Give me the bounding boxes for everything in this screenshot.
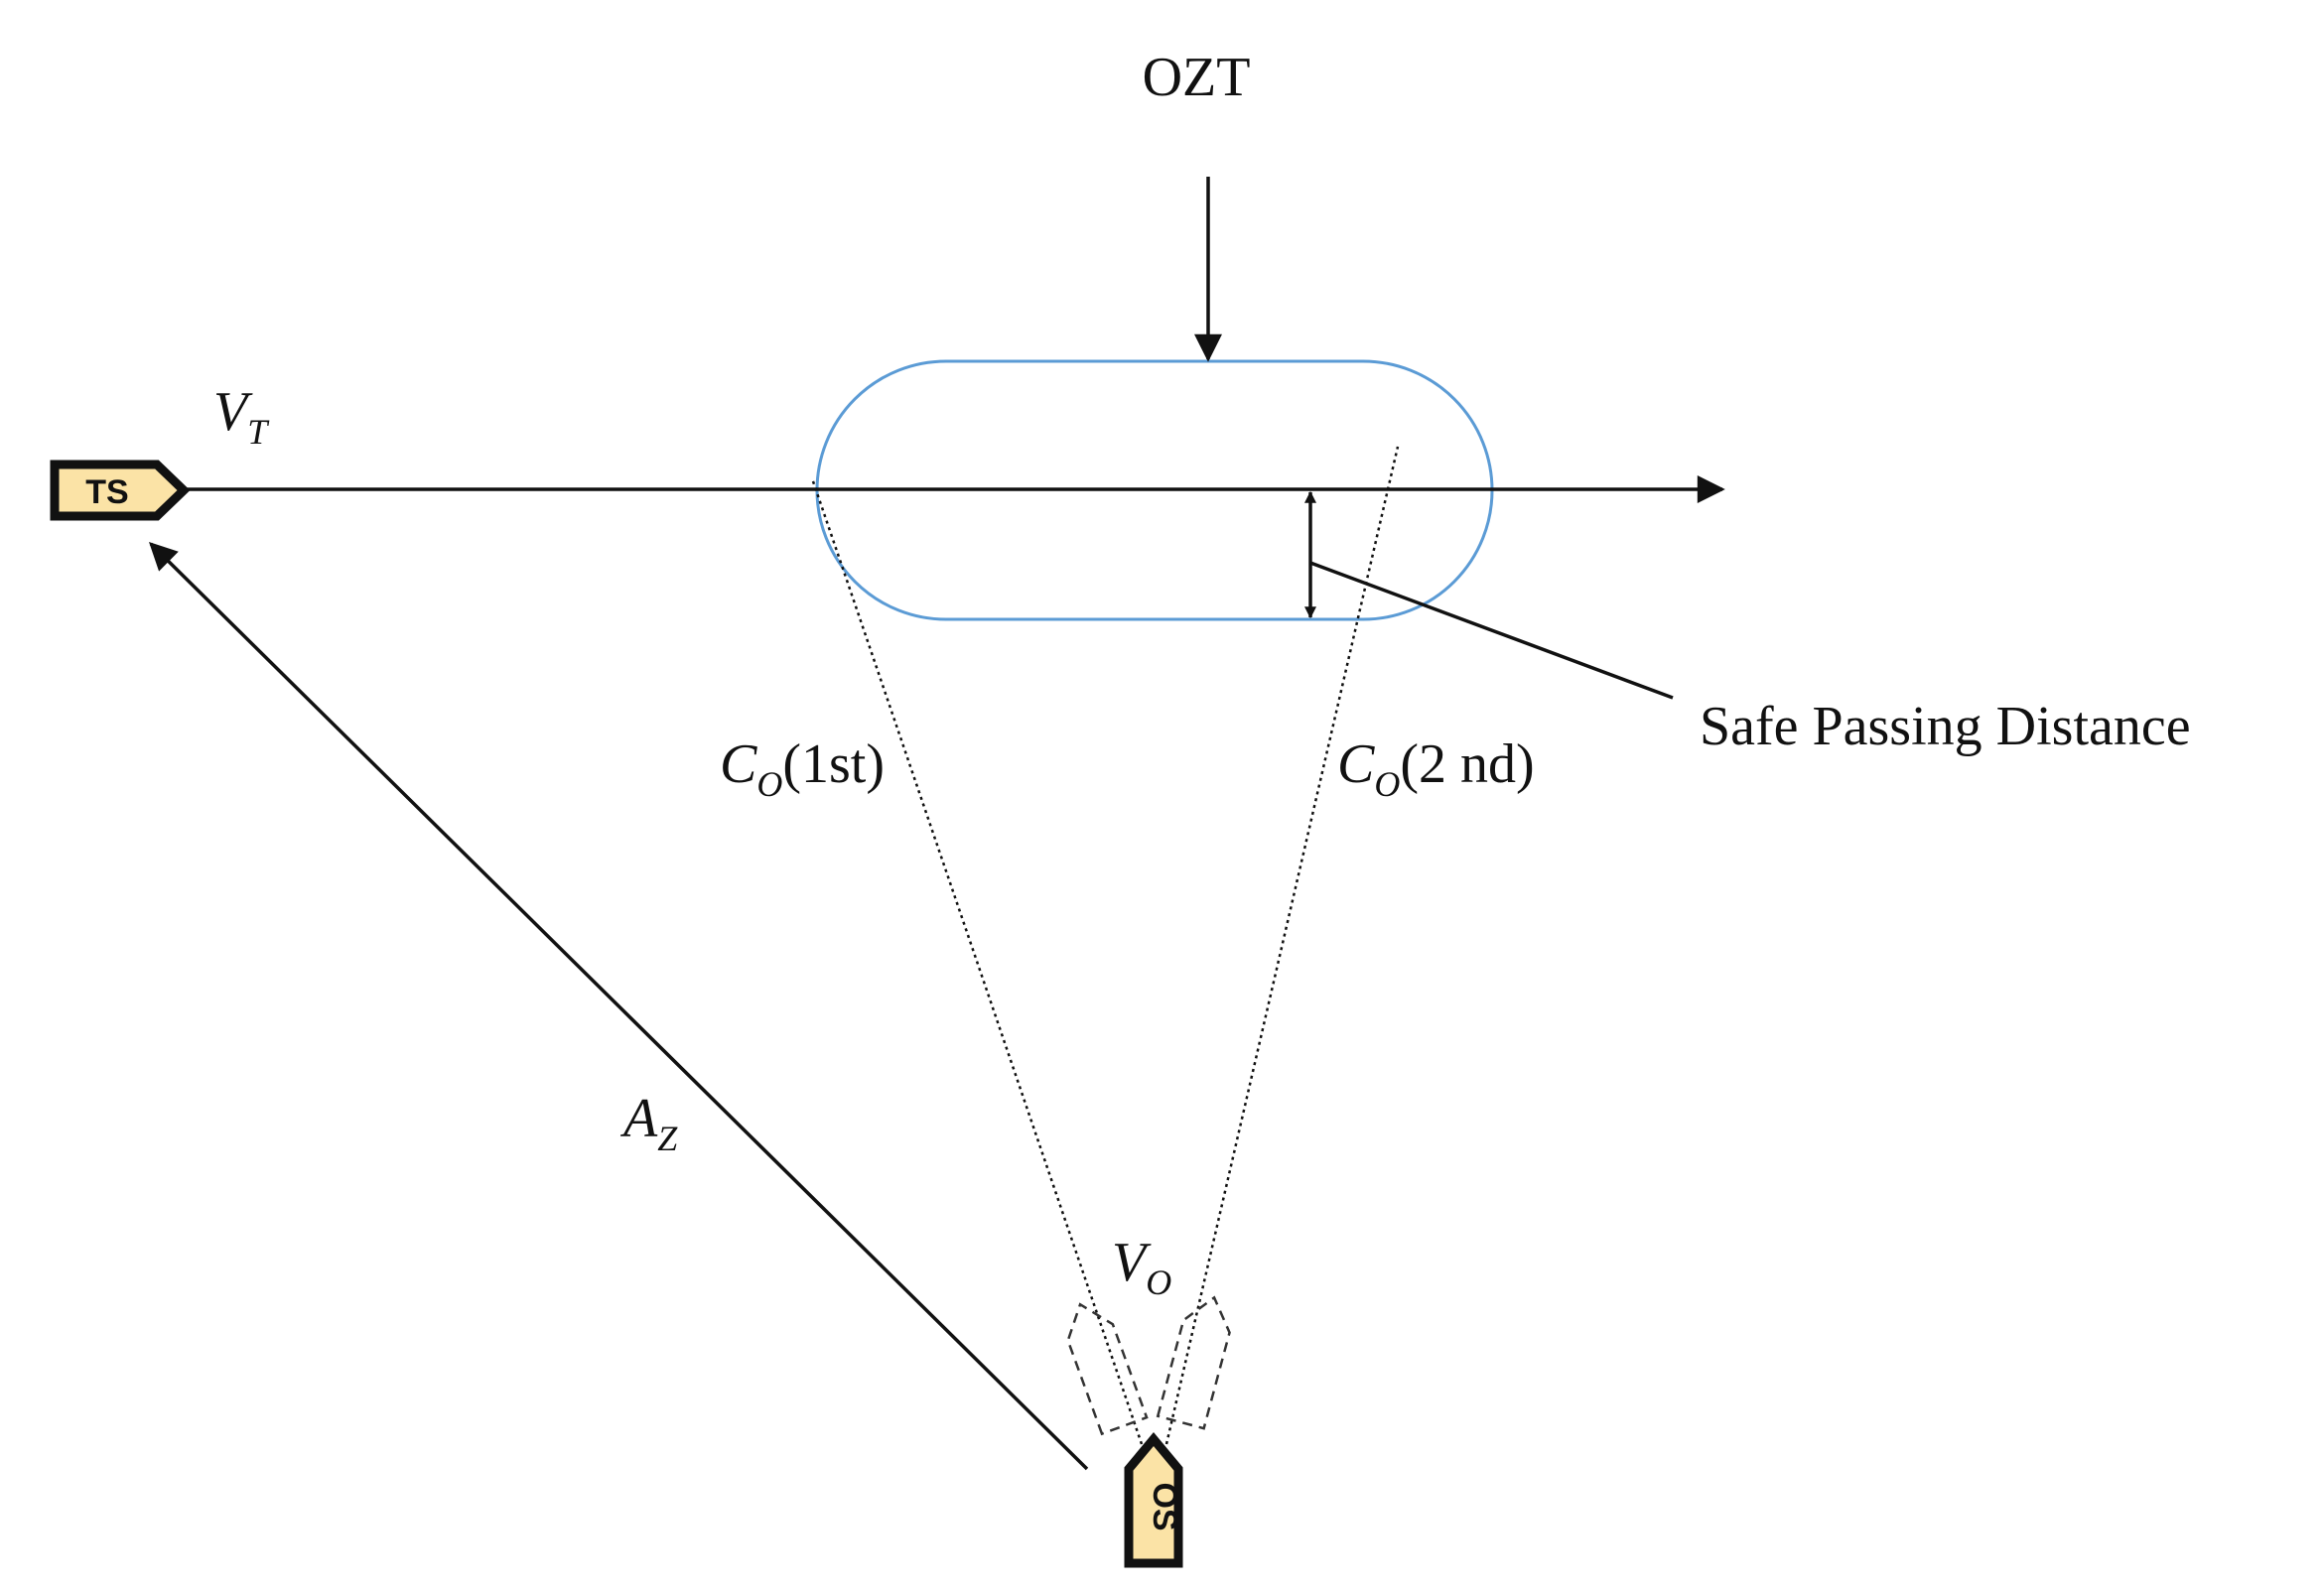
os-ship: OS <box>1124 1431 1183 1568</box>
ozt-label: OZT <box>1143 47 1251 108</box>
course-first-label: CO(1st) <box>720 733 885 804</box>
course-first-line <box>810 477 1144 1445</box>
course-second-line <box>1164 446 1400 1445</box>
vt-label: VT <box>213 381 270 452</box>
az-label: AZ <box>619 1088 678 1158</box>
os-ghost-second <box>1156 1295 1231 1430</box>
ts-ship: TS <box>50 460 191 521</box>
safe-distance-leader <box>1309 561 1674 700</box>
os-label: OS <box>1146 1482 1183 1530</box>
os-ghost-first <box>1066 1302 1149 1436</box>
course-second-label: CO(2 nd) <box>1337 733 1535 804</box>
safe-distance-label: Safe Passing Distance <box>1700 696 2191 757</box>
ts-label: TS <box>85 473 128 511</box>
az-bearing-line <box>149 542 1089 1471</box>
vo-label: VO <box>1112 1232 1171 1302</box>
